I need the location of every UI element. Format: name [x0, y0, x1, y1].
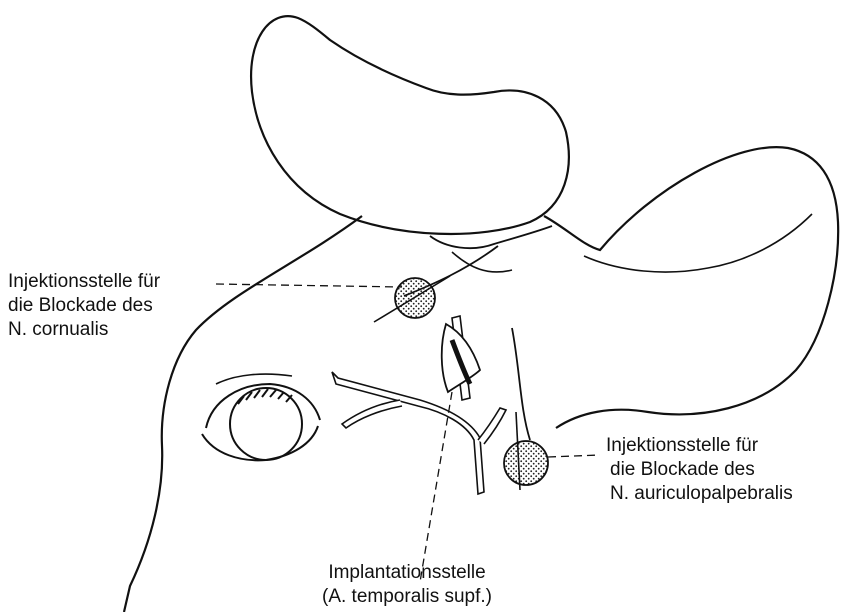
- leader-line-auriculopalpebralis: [548, 455, 600, 457]
- label-auriculo-line3: N. auriculopalpebralis: [606, 482, 793, 506]
- label-cornualis: Injektionsstelle für die Blockade des N.…: [8, 270, 160, 342]
- ear-lower-fold: [512, 328, 530, 440]
- label-implant-line2: (A. temporalis supf.): [322, 585, 492, 609]
- leader-line-implantation: [420, 392, 452, 582]
- label-auriculo-line1: Injektionsstelle für: [606, 434, 793, 458]
- ear-outline: [544, 147, 838, 428]
- injection-site-auriculopalpebralis: [504, 441, 548, 485]
- eyelashes: [238, 389, 292, 404]
- horn-outline: [251, 16, 569, 234]
- label-cornualis-line1: Injektionsstelle für: [8, 270, 160, 294]
- label-implant-line1: Implantationsstelle: [322, 561, 492, 585]
- label-implantation: Implantationsstelle (A. temporalis supf.…: [322, 561, 492, 609]
- eye-brow-line: [216, 374, 292, 384]
- label-auriculo-line2: die Blockade des: [606, 458, 793, 482]
- artery-branch-right: [478, 408, 506, 444]
- leader-line-cornualis: [216, 284, 402, 287]
- label-cornualis-line2: die Blockade des: [8, 294, 160, 318]
- ear-inner-line: [584, 214, 812, 272]
- artery-branch-lower: [342, 400, 402, 428]
- label-cornualis-line3: N. cornualis: [8, 318, 160, 342]
- label-auriculopalpebralis: Injektionsstelle für die Blockade des N.…: [606, 434, 793, 506]
